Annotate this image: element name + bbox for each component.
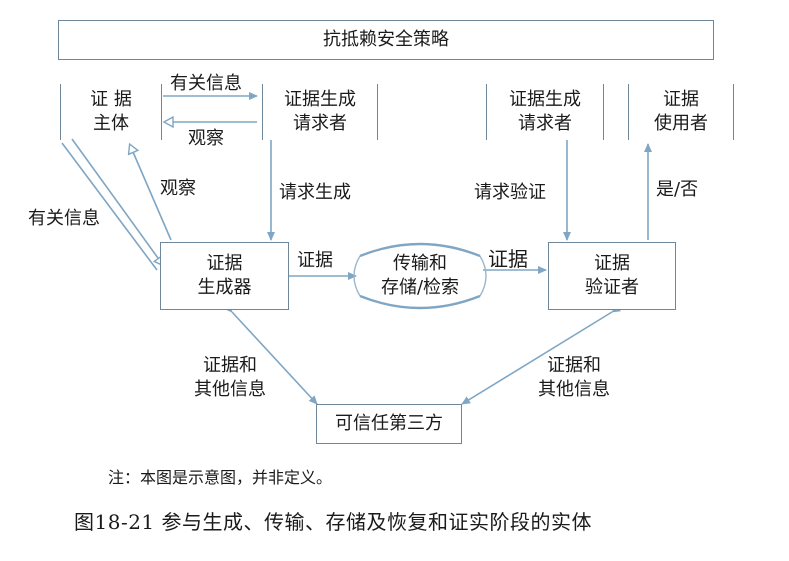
evidence-verifier-line2: 验证者 <box>585 277 639 298</box>
label-evidence-other-right-line1: 证据和 <box>547 355 601 376</box>
generation-requester-box: 证据生成 请求者 <box>262 84 378 140</box>
arrow-related-info-left-a <box>61 142 158 271</box>
transfer-store-shape-right <box>479 255 487 297</box>
label-request-verify: 请求验证 <box>474 182 546 203</box>
label-related-info-left: 有关信息 <box>28 208 100 229</box>
label-evidence-1: 证据 <box>297 250 333 271</box>
verify-requester-box: 证据生成 请求者 <box>486 84 604 140</box>
label-observe-mid: 观察 <box>160 178 196 199</box>
evidence-verifier-line1: 证据 <box>594 253 630 274</box>
label-evidence-other-left-line1: 证据和 <box>203 355 257 376</box>
arrow-ver-ttp <box>461 304 621 405</box>
label-evidence-2: 证据 <box>488 247 528 271</box>
diagram-note: 注：本图是示意图，并非定义。 <box>108 468 333 487</box>
evidence-generator-line1: 证据 <box>206 253 243 274</box>
verify-requester-line1: 证据生成 <box>509 89 581 110</box>
trusted-third-party-label: 可信任第三方 <box>335 413 443 434</box>
arrow-gen-ttp <box>223 303 318 405</box>
label-evidence-other-right-line2: 其他信息 <box>538 379 610 400</box>
transfer-store-shape <box>359 242 481 310</box>
label-request-generate: 请求生成 <box>279 182 351 203</box>
evidence-user-line1: 证据 <box>663 89 699 110</box>
evidence-subject-line1: 证 据 <box>90 89 132 110</box>
verify-requester-line2: 请求者 <box>518 113 572 134</box>
arrow-related-info-left-b <box>71 138 163 265</box>
label-evidence-other-right: 证据和 其他信息 <box>524 352 624 404</box>
policy-box-label: 抗抵赖安全策略 <box>323 29 449 50</box>
label-yes-no: 是/否 <box>656 179 699 200</box>
evidence-subject-line2: 主体 <box>93 113 129 134</box>
generation-requester-line1: 证据生成 <box>284 89 356 110</box>
evidence-generator-box: 证据 生成器 <box>160 242 289 310</box>
label-related-info-top: 有关信息 <box>170 73 242 94</box>
transfer-store-label: 传输和 存储/检索 <box>362 248 478 304</box>
figure-caption: 图18-21 参与生成、传输、存储及恢复和证实阶段的实体 <box>74 510 593 534</box>
transfer-store-shape-left <box>353 255 361 297</box>
evidence-subject-box: 证 据 主体 <box>60 84 162 140</box>
generation-requester-line2: 请求者 <box>293 113 347 134</box>
policy-box: 抗抵赖安全策略 <box>58 20 714 60</box>
transfer-store-line1: 传输和 <box>393 253 447 274</box>
transfer-store-line2: 存储/检索 <box>380 277 460 298</box>
label-evidence-other-left: 证据和 其他信息 <box>180 352 280 404</box>
evidence-user-line2: 使用者 <box>654 113 708 134</box>
label-observe-top: 观察 <box>188 128 224 149</box>
label-evidence-other-left-line2: 其他信息 <box>194 379 266 400</box>
evidence-user-box: 证据 使用者 <box>628 84 734 140</box>
evidence-verifier-box: 证据 验证者 <box>548 242 676 310</box>
trusted-third-party-box: 可信任第三方 <box>316 404 462 444</box>
arrow-observe-mid <box>130 145 172 241</box>
evidence-generator-line2: 生成器 <box>197 277 252 298</box>
